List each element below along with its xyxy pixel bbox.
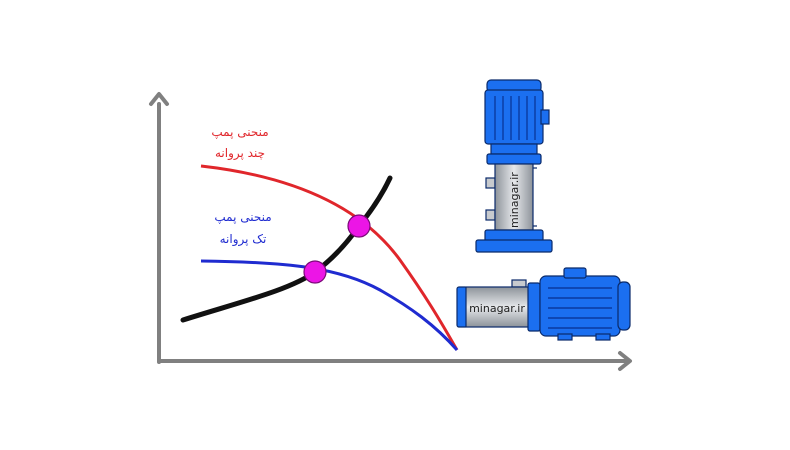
horizontal-pump-brand: minagar.ir bbox=[469, 302, 525, 315]
y-axis-arrowhead bbox=[149, 92, 169, 106]
system-curve bbox=[180, 175, 393, 323]
multi-stage-label: منحنی پمپ چند پروانه bbox=[211, 125, 268, 161]
x-axis-arrowhead bbox=[618, 351, 632, 371]
vertical-multistage-pump-icon bbox=[475, 79, 553, 253]
multi-stage-label-line2: چند پروانه bbox=[215, 146, 265, 161]
single-stage-label: منحنی پمپ تک پروانه bbox=[214, 210, 271, 247]
single-stage-label-line2: تک پروانه bbox=[220, 232, 267, 247]
operating-point-single-stage bbox=[303, 260, 327, 284]
vertical-pump-brand: minagar.ir bbox=[508, 172, 521, 228]
horizontal-pump-icon bbox=[456, 267, 631, 341]
single-stage-pump-curve bbox=[200, 259, 459, 351]
operating-point-multi-stage bbox=[347, 214, 371, 238]
single-stage-label-line1: منحنی پمپ bbox=[214, 210, 271, 224]
multi-stage-pump-curve bbox=[200, 164, 459, 351]
multi-stage-label-line1: منحنی پمپ bbox=[211, 125, 268, 139]
axes bbox=[149, 92, 632, 371]
